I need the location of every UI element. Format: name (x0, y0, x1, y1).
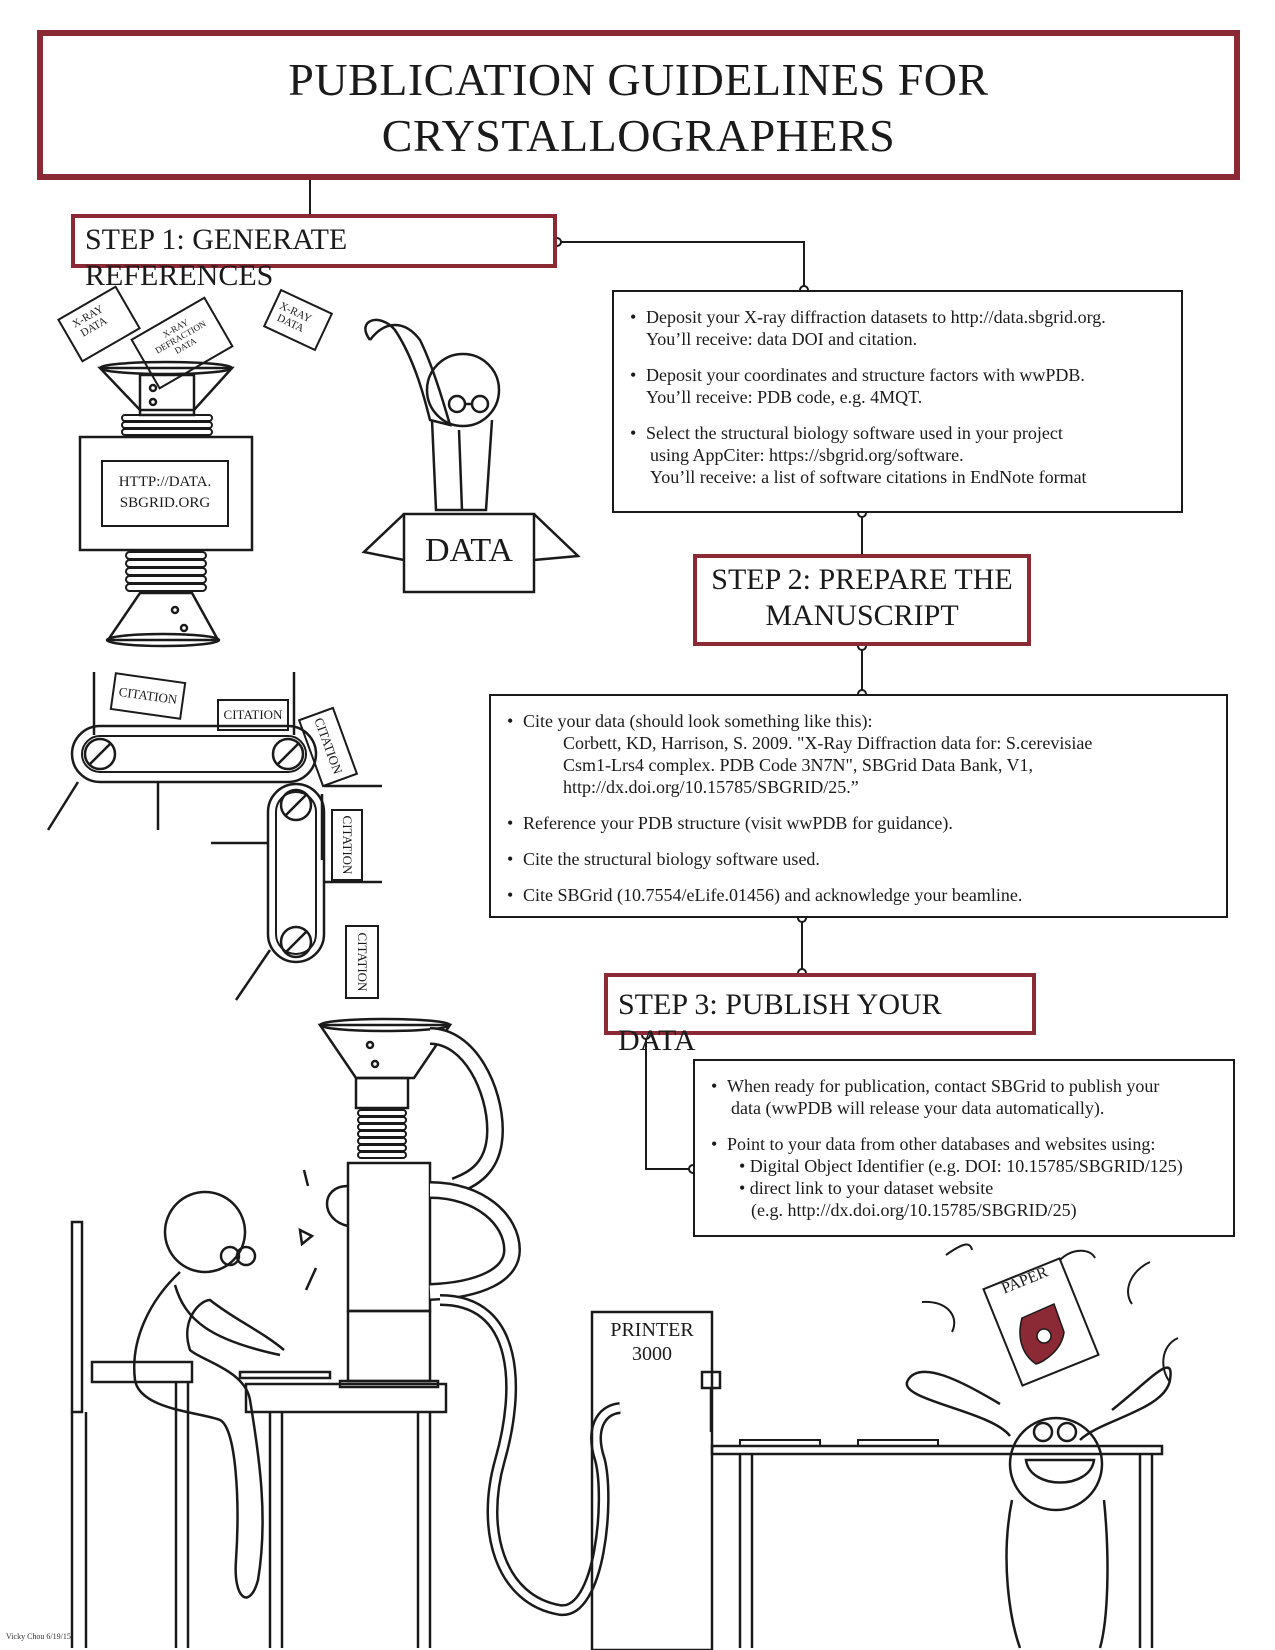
citation-label-4: CITATION (340, 815, 355, 875)
printer (590, 1310, 1164, 1650)
step2-bullet-1: Cite your data (should look something li… (507, 710, 1210, 798)
step2-heading-line2: MANUSCRIPT (765, 599, 959, 632)
data-machine (78, 360, 254, 648)
step3-bullet-2: Point to your data from other databases … (711, 1133, 1217, 1221)
link-sub-item: • direct link to your dataset website (739, 1178, 994, 1198)
step1-info-box: Deposit your X-ray diffraction datasets … (612, 290, 1183, 513)
step2-heading-line1: STEP 2: PREPARE THE (711, 563, 1013, 596)
page-title-line1: PUBLICATION GUIDELINES FOR (288, 54, 989, 105)
person-in-data-box (361, 318, 581, 594)
xray-data-card-left (57, 285, 141, 363)
citation-example-line1: Corbett, KD, Harrison, S. 2009. "X-Ray D… (563, 733, 1093, 753)
processing-machine (298, 1017, 622, 1616)
doi-sub-item: • Digital Object Identifier (e.g. DOI: 1… (739, 1156, 1183, 1176)
step1-bullet-3: Select the structural biology software u… (630, 422, 1165, 488)
step2-bullet-4: Cite SBGrid (10.7554/eLife.01456) and ac… (507, 884, 1210, 906)
step3-bullet-1: When ready for publication, contact SBGr… (711, 1075, 1217, 1119)
link-example: (e.g. http://dx.doi.org/10.15785/SBGRID/… (751, 1200, 1077, 1220)
step3-heading-box: STEP 3: PUBLISH YOUR DATA (604, 973, 1036, 1057)
step2-info-box: Cite your data (should look something li… (489, 694, 1228, 918)
citation-conveyor (46, 672, 382, 1001)
step2-bullet-2: Reference your PDB structure (visit wwPD… (507, 812, 1210, 834)
machine-screen-text: HTTP://DATA.SBGRID.ORG (118, 474, 212, 511)
step1-bullet-1: Deposit your X-ray diffraction datasets … (630, 306, 1165, 350)
citation-label-5: CITATION (355, 932, 370, 992)
author-credit: Vicky Chou 6/19/15 (6, 1632, 71, 1641)
step1-heading: STEP 1: GENERATE REFERENCES (85, 223, 348, 292)
happy-person (905, 1243, 1179, 1649)
step1-heading-box: STEP 1: GENERATE REFERENCES (71, 214, 557, 292)
citation-example-line2: Csm1-Lrs4 complex. PDB Code 3N7N", SBGri… (563, 755, 1033, 775)
step2-heading-box: STEP 2: PREPARE THE MANUSCRIPT (693, 554, 1031, 646)
citation-label-2: CITATION (223, 707, 283, 722)
page-title-box: PUBLICATION GUIDELINES FOR CRYSTALLOGRAP… (37, 30, 1240, 180)
paper-sheet (982, 1257, 1100, 1387)
xray-data-card-right (262, 288, 334, 352)
step1-bullet-2: Deposit your coordinates and structure f… (630, 364, 1165, 408)
step2-bullet-3: Cite the structural biology software use… (507, 848, 1210, 870)
data-box-label: DATA (425, 532, 513, 569)
page-title-line2: CRYSTALLOGRAPHERS (381, 110, 896, 161)
citation-cards (109, 672, 379, 999)
person-at-desk (70, 1190, 448, 1648)
step3-info-box: When ready for publication, contact SBGr… (693, 1059, 1235, 1237)
citation-example-line3: http://dx.doi.org/10.15785/SBGRID/25.” (563, 777, 859, 797)
step3-heading: STEP 3: PUBLISH YOUR DATA (618, 988, 942, 1057)
